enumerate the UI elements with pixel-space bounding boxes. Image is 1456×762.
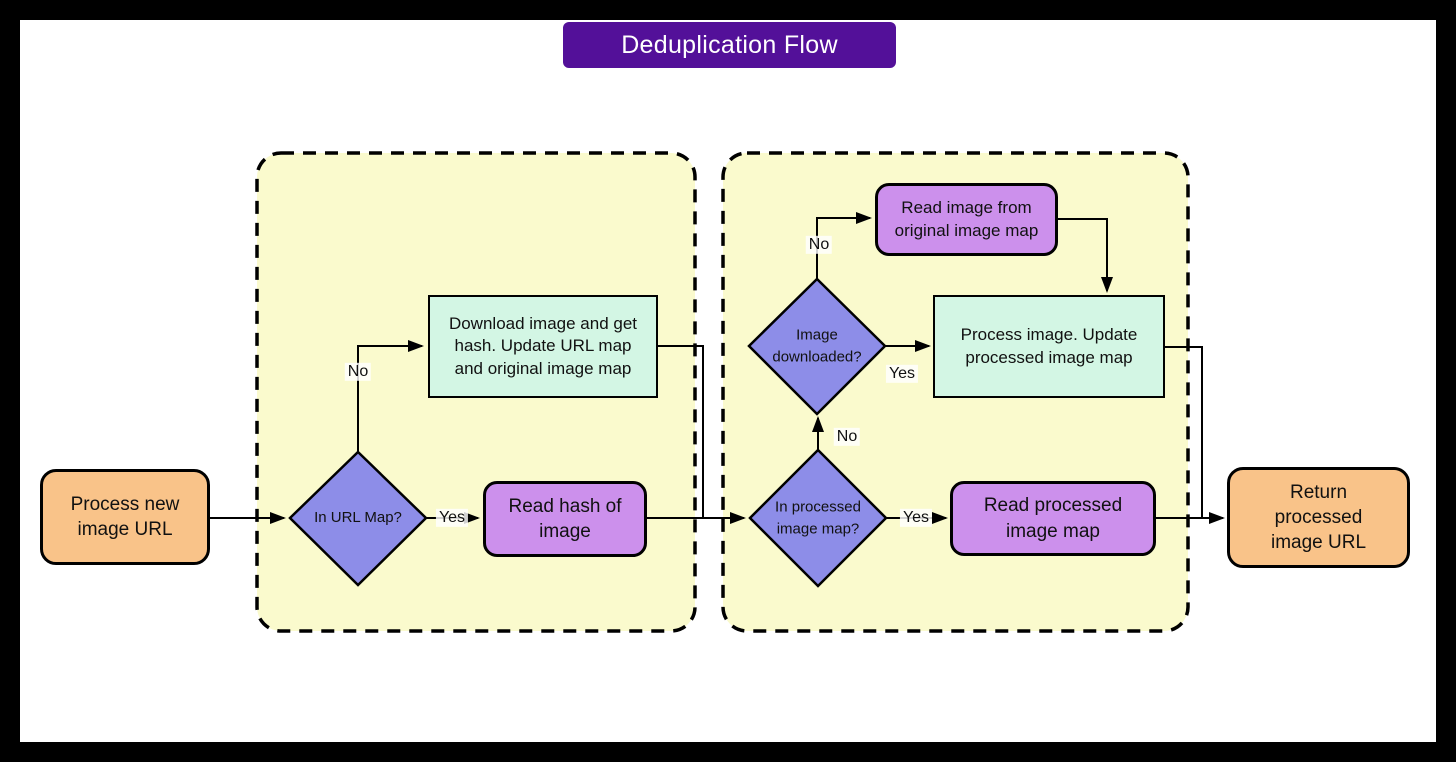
edge-label-image-downloaded-no: No [805,235,833,255]
node-read-image-from-original-map: Read image from original image map [875,183,1058,256]
decision-in-processed-map-label: In processed image map? [775,498,861,537]
edge-label-in-processed-yes: Yes [899,508,933,528]
node-read-processed-image-map: Read processed image map [950,481,1156,556]
node-read-hash-of-image: Read hash of image [483,481,647,557]
diagram-title: Deduplication Flow [563,22,896,68]
node-process-image-update-map: Process image. Update processed image ma… [933,295,1165,398]
edge-label-image-downloaded-yes: Yes [885,364,919,384]
edge-label-in-processed-no: No [833,427,861,447]
diagram-canvas [20,20,1436,742]
node-process-new-image-url: Process new image URL [40,469,210,565]
node-download-image-get-hash: Download image and get hash. Update URL … [428,295,658,398]
edge-label-in-url-map-no: No [344,362,372,382]
decision-in-url-map-label: In URL Map? [314,509,402,527]
decision-image-downloaded-label: Image downloaded? [772,326,862,365]
node-return-processed-image-url: Return processed image URL [1227,467,1410,568]
edge-label-in-url-map-yes: Yes [435,508,469,528]
